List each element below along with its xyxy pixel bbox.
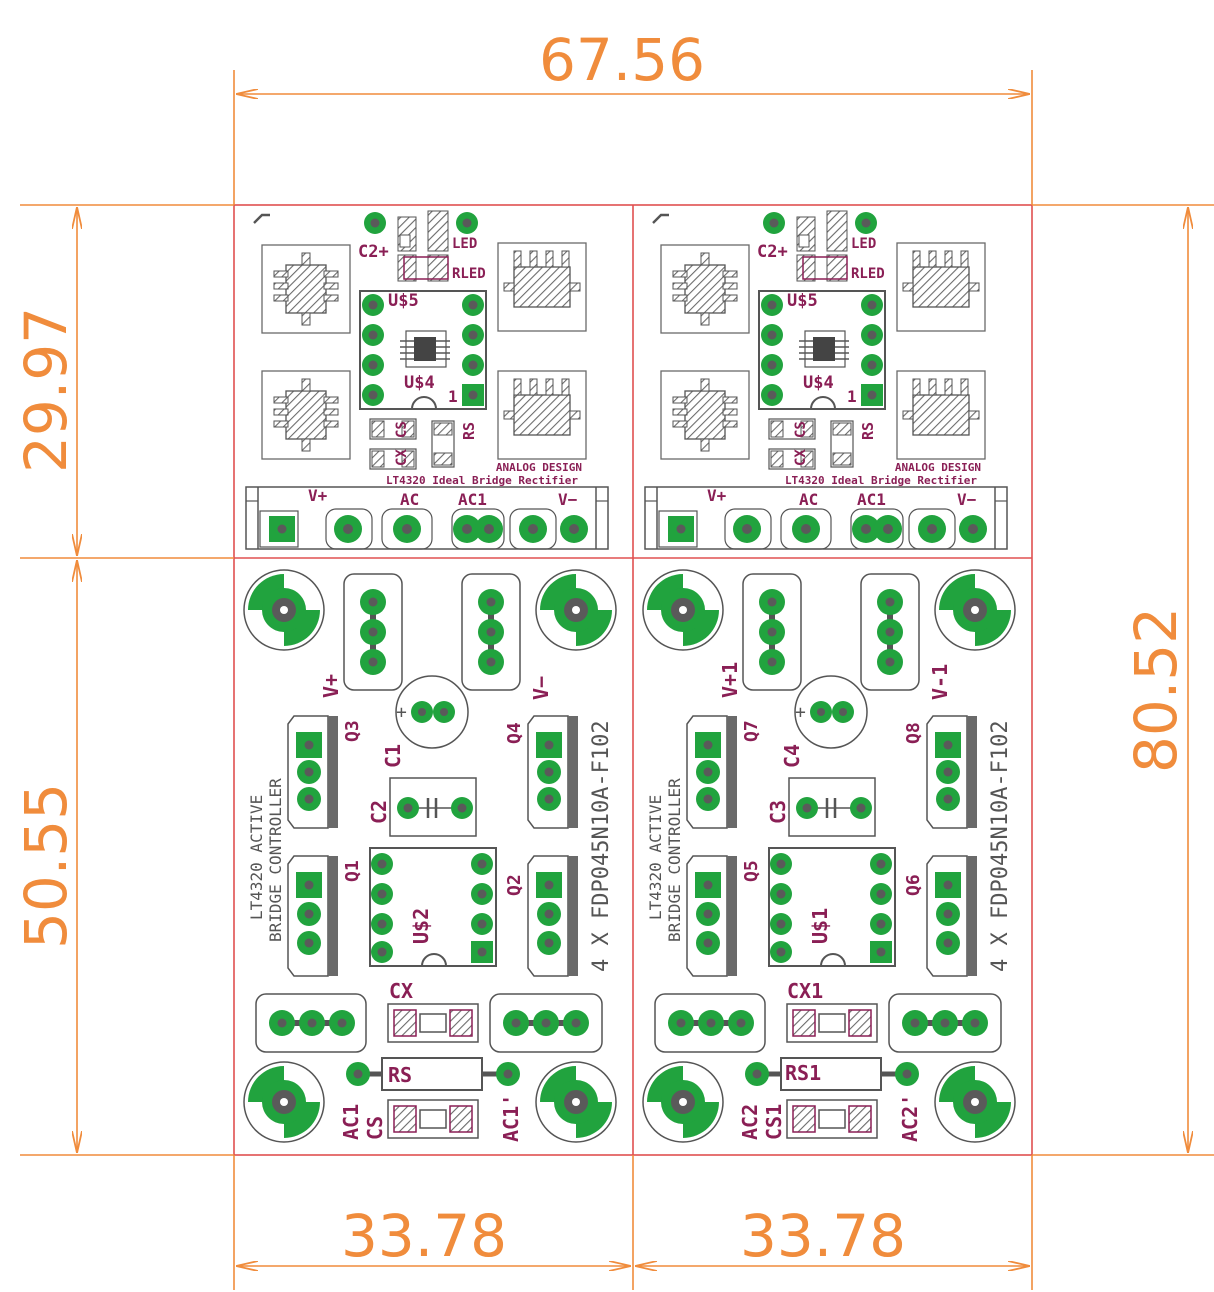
label-vminus: V− — [529, 676, 553, 700]
label-cx: CX1 — [787, 979, 823, 1003]
label-cs: CS — [793, 421, 809, 438]
top-left-labels: C2+ LED RLED U$5 U$4 1 CS CX RS ANALOG D… — [308, 236, 582, 509]
label-terminal-ac1: AC1 — [458, 490, 487, 509]
label-ac-left: AC2 — [738, 1104, 762, 1140]
label-c2: C2+ — [757, 242, 788, 262]
label-cs: CS — [394, 421, 410, 438]
bottom-left-module — [244, 570, 616, 1142]
label-rs: RS — [388, 1063, 412, 1087]
dim-right-height: 80.52 — [1122, 607, 1190, 773]
label-vminus: V-1 — [928, 664, 952, 700]
label-q3: Q3 — [342, 720, 363, 742]
label-pin1: 1 — [448, 387, 458, 406]
dim-left-top-height: 29.97 — [12, 307, 80, 473]
label-product: LT4320 Ideal Bridge Rectifier — [785, 474, 977, 487]
label-q3: Q7 — [741, 720, 762, 742]
label-ac-right: AC2' — [898, 1094, 922, 1142]
label-u2: U$1 — [808, 908, 832, 944]
dimension-lines — [20, 70, 1214, 1290]
label-c1: C4 — [780, 744, 804, 768]
label-ac-left: AC1 — [339, 1104, 363, 1140]
label-terminal-vminus: V− — [957, 490, 977, 509]
label-c2: C2+ — [358, 242, 389, 262]
label-brand: ANALOG DESIGN — [895, 461, 981, 474]
label-q1: Q5 — [741, 860, 762, 882]
dim-left-bottom-height: 50.55 — [12, 783, 80, 949]
label-controller-line2: BRIDGE CONTROLLER — [266, 778, 285, 942]
label-fet-part: 4 X FDP045N10A-F102 — [589, 720, 614, 972]
dim-bottom-right-width: 33.78 — [740, 1202, 906, 1270]
label-u5: U$5 — [787, 291, 818, 311]
label-terminal-ac: AC — [799, 490, 818, 509]
label-cs: CS — [363, 1116, 387, 1140]
label-controller-line1: LT4320 ACTIVE — [646, 795, 665, 920]
label-terminal-ac: AC — [400, 490, 419, 509]
dim-bottom-left-width: 33.78 — [341, 1202, 507, 1270]
label-brand: ANALOG DESIGN — [496, 461, 582, 474]
label-product: LT4320 Ideal Bridge Rectifier — [386, 474, 578, 487]
label-terminal-ac1: AC1 — [857, 490, 886, 509]
label-c2: C2 — [367, 800, 391, 824]
label-terminal-vplus: V+ — [308, 486, 328, 505]
label-u4: U$4 — [404, 373, 435, 393]
label-cs: CS1 — [762, 1104, 786, 1140]
label-rs: RS — [460, 422, 478, 440]
label-controller-line1: LT4320 ACTIVE — [247, 795, 266, 920]
label-q2: Q6 — [903, 874, 924, 896]
bottom-right-module — [643, 570, 1015, 1142]
label-q1: Q1 — [342, 860, 363, 882]
top-right-labels: C2+ LED RLED U$5 U$4 1 CS CX RS ANALOG D… — [707, 236, 981, 509]
bottom-left-labels: V+ V− C1 Q3 Q4 C2 Q1 Q2 U$2 LT4320 ACTIV… — [247, 674, 614, 1142]
label-u2: U$2 — [409, 908, 433, 944]
label-rs: RS1 — [785, 1061, 821, 1085]
label-led: LED — [851, 236, 876, 252]
label-u4: U$4 — [803, 373, 834, 393]
label-vplus: V+1 — [718, 662, 742, 698]
label-q2: Q2 — [504, 874, 525, 896]
label-ac-right: AC1' — [499, 1094, 523, 1142]
label-q4: Q8 — [903, 722, 924, 744]
label-c1: C1 — [381, 744, 405, 768]
dim-top-width: 67.56 — [539, 26, 705, 94]
label-c2: C3 — [766, 800, 790, 824]
label-cx: CX — [394, 449, 410, 466]
label-cx: CX — [389, 979, 413, 1003]
label-vplus: V+ — [319, 674, 343, 698]
label-q4: Q4 — [504, 722, 525, 744]
label-terminal-vminus: V− — [558, 490, 578, 509]
label-rled: RLED — [851, 266, 885, 282]
label-rs: RS — [859, 422, 877, 440]
label-cx: CX — [793, 449, 809, 466]
bottom-right-labels: V+1 V-1 C4 Q7 Q8 C3 Q5 Q6 U$1 LT4320 ACT… — [646, 662, 1013, 1142]
label-pin1: 1 — [847, 387, 857, 406]
label-controller-line2: BRIDGE CONTROLLER — [665, 778, 684, 942]
label-rled: RLED — [452, 266, 486, 282]
label-led: LED — [452, 236, 477, 252]
label-terminal-vplus: V+ — [707, 486, 727, 505]
label-u5: U$5 — [388, 291, 419, 311]
label-fet-part: 4 X FDP045N10A-F102 — [988, 720, 1013, 972]
